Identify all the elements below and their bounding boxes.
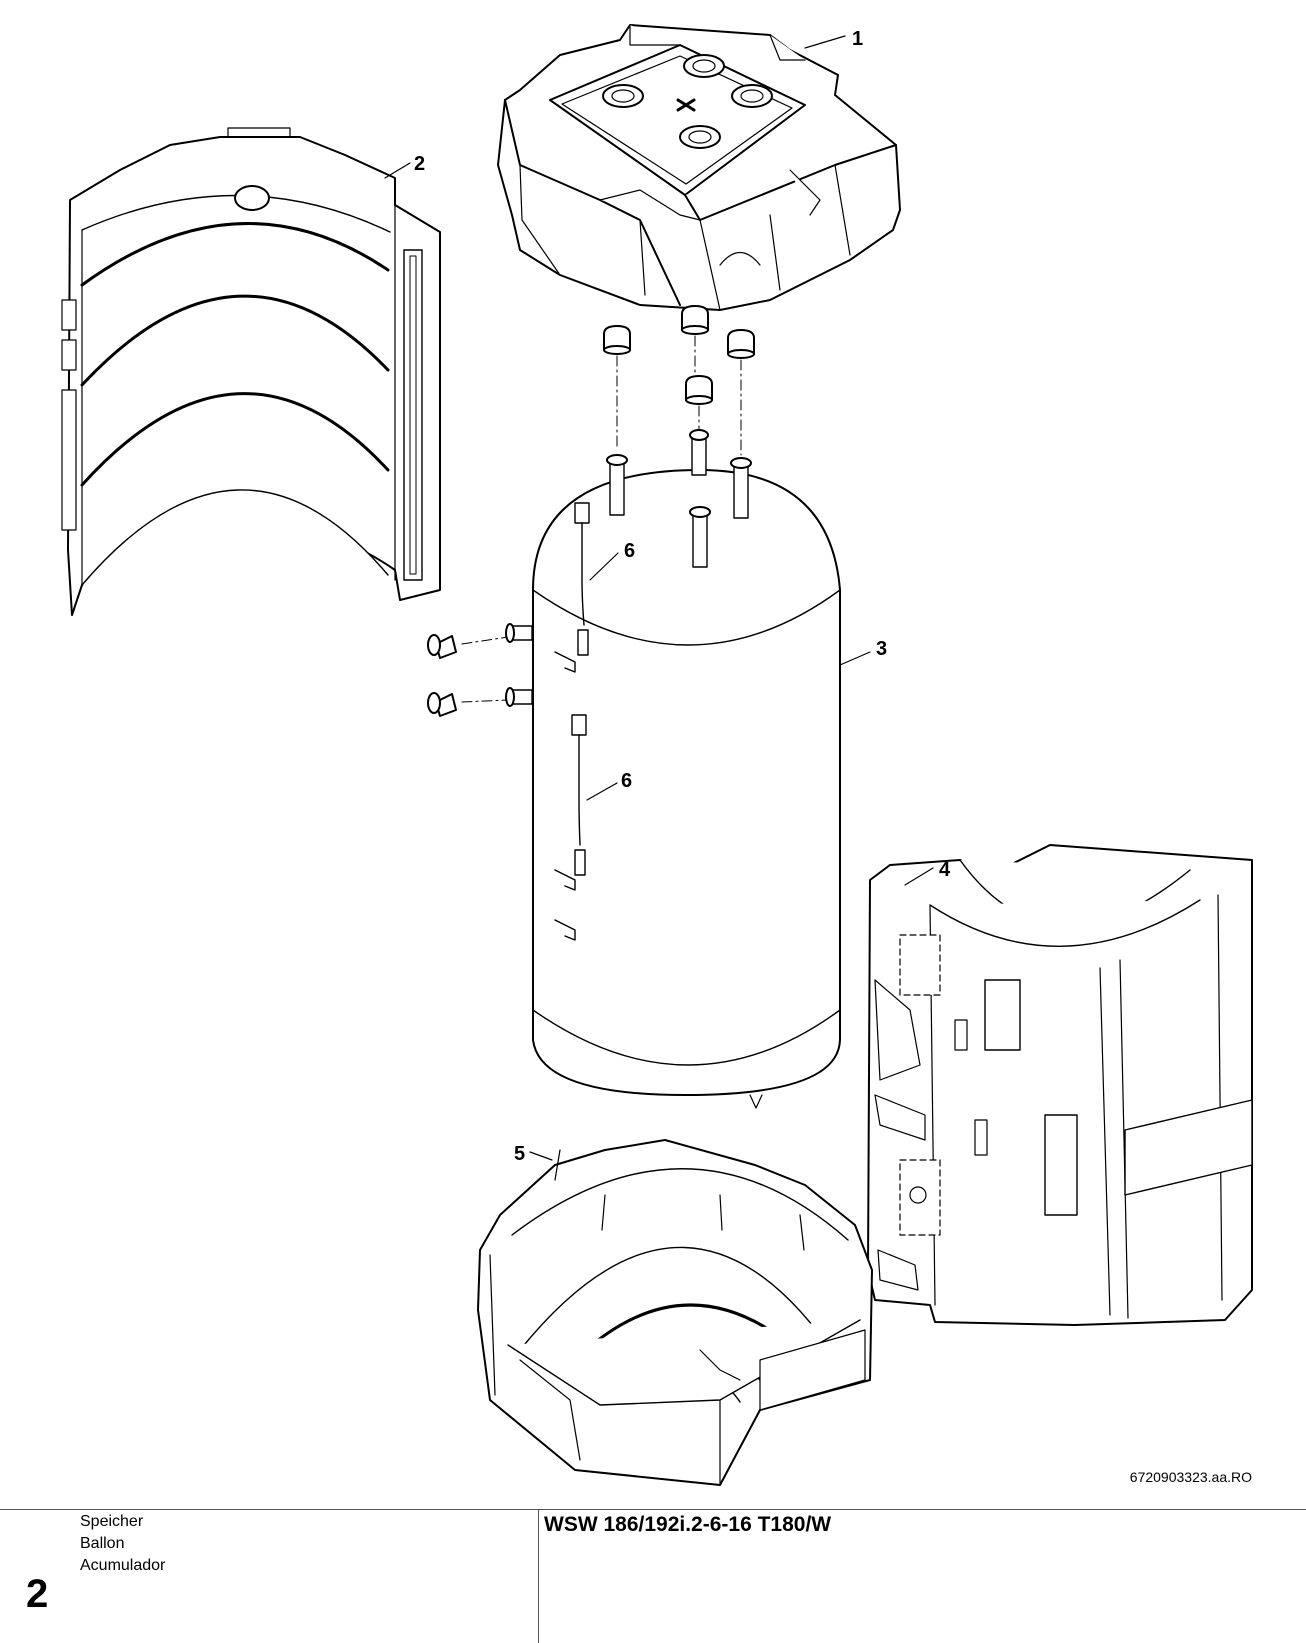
cover-port [679,125,721,149]
leader-lines [384,35,934,1161]
footer-divider [538,1509,539,1643]
section-titles: Speicher Ballon Acumulador [80,1511,165,1577]
callout-4: 4 [939,859,951,881]
tank-connection-stub [689,506,711,568]
exploded-view-diagram: 1 2 3 4 5 6 6 6720903323.aa.RO [61,24,1253,1486]
footer-rule [0,1509,1306,1510]
tank-side-connection [505,687,533,707]
tank-connection-stub [689,429,709,476]
callout-6-upper: 6 [624,540,635,562]
tank-connection-stub [606,454,628,516]
model-name: WSW 186/192i.2-6-16 T180/W [544,1513,832,1536]
storage-tank-part [505,429,841,1109]
section-title-es: Acumulador [80,1557,166,1574]
callout-3: 3 [876,638,887,660]
base-tray-part [477,1139,873,1486]
section-title-fr: Ballon [80,1535,125,1552]
temperature-sensor-part [574,502,590,656]
callout-1: 1 [852,28,863,50]
front-casing-shell-part [867,844,1253,1326]
callout-6-lower: 6 [621,770,632,792]
tank-connection-stub [730,457,752,519]
pipe-cap [727,329,755,359]
pipe-cap [427,634,457,659]
cover-port [683,54,725,78]
pipe-cap [681,305,709,335]
cover-port [602,84,644,108]
section-title-de: Speicher [80,1513,144,1530]
pipe-cap [603,325,631,355]
tank-side-connection [505,623,533,643]
callout-2: 2 [414,153,425,175]
top-cover-part [497,24,901,311]
rear-insulation-shell-part [61,127,441,616]
document-number: 6720903323.aa.RO [1130,1469,1252,1485]
cover-port [731,84,773,108]
pipe-cap [427,692,457,717]
section-number: 2 [26,1572,49,1616]
pipe-cap [685,375,713,405]
temperature-sensor-part [571,714,587,876]
callout-5: 5 [514,1143,525,1165]
